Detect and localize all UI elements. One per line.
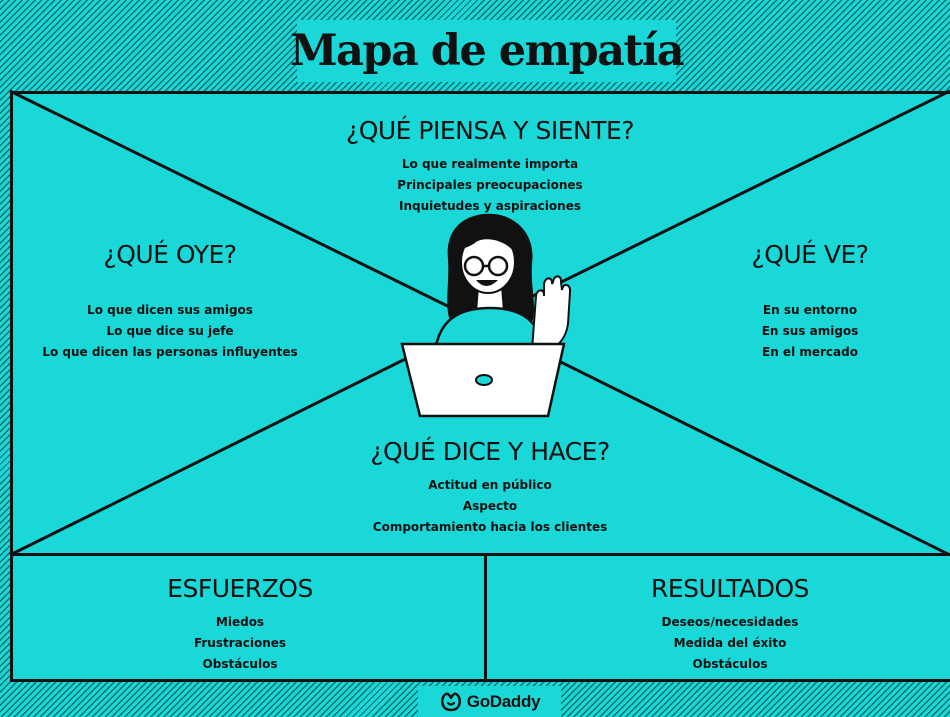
list-item: En su entorno — [762, 303, 858, 317]
section-list-efforts: Miedos Frustraciones Obstáculos — [40, 612, 440, 675]
brand-name: GoDaddy — [466, 691, 541, 711]
title-banner: Mapa de empatía — [290, 20, 685, 82]
list-item: Actitud en público — [428, 478, 552, 492]
section-results: RESULTADOS Deseos/necesidades Medida del… — [530, 574, 930, 675]
list-item: Lo que dice su jefe — [106, 324, 234, 338]
section-title-think-feel: ¿QUÉ PIENSA Y SIENTE? — [345, 116, 635, 145]
list-item: Lo que dicen sus amigos — [87, 303, 253, 317]
section-list-hear: Lo que dicen sus amigos Lo que dice su j… — [20, 300, 320, 363]
section-list-results: Deseos/necesidades Medida del éxito Obst… — [530, 612, 930, 675]
section-hear: ¿QUÉ OYE? Lo que dicen sus amigos Lo que… — [20, 240, 320, 363]
section-say-do: ¿QUÉ DICE Y HACE? Actitud en público Asp… — [290, 437, 690, 538]
section-title-results: RESULTADOS — [650, 574, 810, 603]
section-list-see: En su entorno En sus amigos En el mercad… — [680, 300, 940, 363]
brand-logo: GoDaddy — [418, 686, 561, 717]
section-list-think-feel: Lo que realmente importa Principales pre… — [290, 154, 690, 217]
list-item: Lo que dicen las personas influyentes — [42, 345, 298, 359]
section-title-see: ¿QUÉ VE? — [751, 240, 869, 269]
section-see: ¿QUÉ VE? En su entorno En sus amigos En … — [680, 240, 940, 363]
list-item: Principales preocupaciones — [397, 178, 583, 192]
page-title: Mapa de empatía — [289, 25, 685, 76]
list-item: Comportamiento hacia los clientes — [372, 520, 608, 534]
list-item: Frustraciones — [193, 636, 287, 650]
list-item: En sus amigos — [761, 324, 859, 338]
list-item: Aspecto — [462, 499, 518, 513]
list-item: Lo que realmente importa — [401, 157, 579, 171]
list-item: Inquietudes y aspiraciones — [399, 199, 581, 213]
section-title-hear: ¿QUÉ OYE? — [103, 240, 237, 269]
section-title-efforts: ESFUERZOS — [167, 574, 313, 603]
bangs — [460, 226, 517, 254]
laptop-logo — [475, 374, 493, 386]
diagonal-top-left — [9, 89, 481, 324]
list-item: Obstáculos — [692, 657, 768, 671]
section-list-say-do: Actitud en público Aspecto Comportamient… — [290, 475, 690, 538]
waving-hand — [530, 275, 572, 351]
list-item: Deseos/necesidades — [661, 615, 799, 629]
person-laptop-illustration — [400, 213, 572, 418]
bottom-divider — [10, 553, 950, 556]
smile — [476, 280, 498, 286]
section-think-feel: ¿QUÉ PIENSA Y SIENTE? Lo que realmente i… — [290, 116, 690, 217]
section-title-say-do: ¿QUÉ DICE Y HACE? — [370, 437, 610, 466]
list-item: Medida del éxito — [673, 636, 787, 650]
diagonal-bottom-left — [9, 320, 481, 557]
list-item: Obstáculos — [202, 657, 278, 671]
list-item: En el mercado — [762, 345, 858, 359]
section-efforts: ESFUERZOS Miedos Frustraciones Obstáculo… — [40, 574, 440, 675]
center-divider — [484, 556, 487, 682]
godaddy-logo-icon — [440, 692, 461, 711]
list-item: Miedos — [215, 615, 265, 629]
